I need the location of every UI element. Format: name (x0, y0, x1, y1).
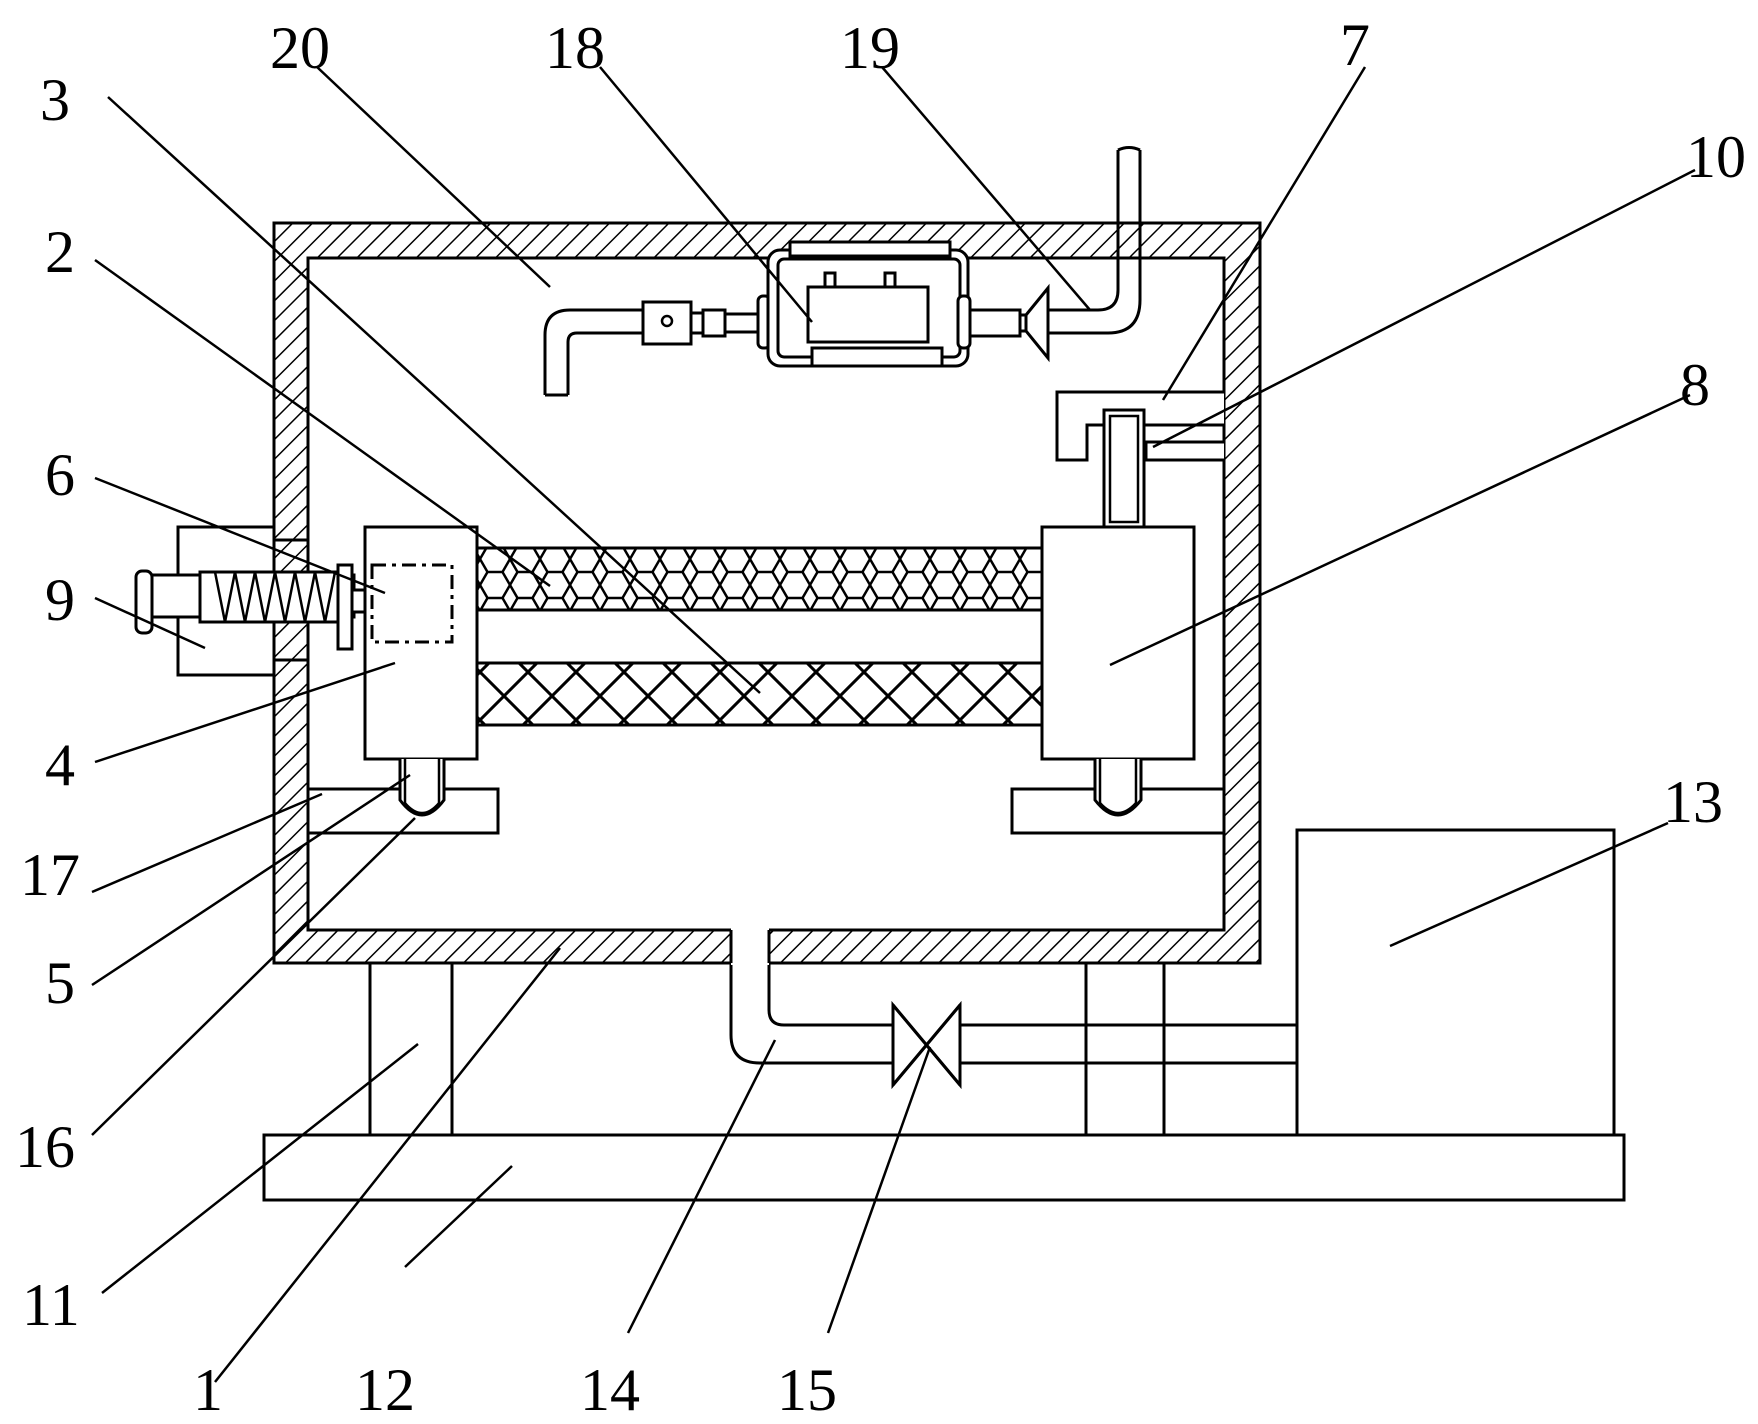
valve (891, 1000, 962, 1090)
pump-fittings-right (956, 283, 1050, 363)
inlet-pipe (543, 308, 645, 397)
label-19: 19 (840, 15, 900, 81)
label-17: 17 (20, 842, 80, 908)
leader-lines (91, 66, 1696, 1383)
label-11: 11 (22, 1272, 80, 1338)
right-block (1040, 525, 1196, 761)
latch-housing (134, 525, 367, 677)
label-14: 14 (580, 1357, 640, 1423)
water-tank (1295, 828, 1616, 1137)
label-13: 13 (1663, 769, 1723, 835)
label-10: 10 (1686, 124, 1746, 190)
dashed-cavity (370, 563, 454, 644)
label-18: 18 (545, 15, 605, 81)
label-7: 7 (1340, 12, 1370, 78)
drain-opening (731, 928, 769, 965)
label-3: 3 (40, 67, 70, 133)
label-8: 8 (1680, 352, 1710, 418)
filter-roller-hex (475, 546, 1044, 612)
bottom-rails (306, 787, 1226, 835)
label-4: 4 (45, 732, 75, 798)
outlet-pipe (1048, 146, 1142, 335)
label-1: 1 (193, 1357, 223, 1423)
label-16: 16 (15, 1114, 75, 1180)
slider-rod (1102, 408, 1146, 530)
drain-pipe (729, 930, 1297, 1065)
label-6: 6 (45, 442, 75, 508)
pump (766, 240, 970, 368)
label-20: 20 (270, 15, 330, 81)
label-5: 5 (45, 950, 75, 1016)
base-plate (262, 1133, 1626, 1202)
pump-fittings-left (641, 294, 772, 350)
label-9: 9 (45, 567, 75, 633)
label-12: 12 (355, 1357, 415, 1423)
label-2: 2 (45, 219, 75, 285)
support-legs (368, 961, 1166, 1137)
filter-roller-mesh (475, 661, 1044, 727)
label-15: 15 (777, 1357, 837, 1423)
